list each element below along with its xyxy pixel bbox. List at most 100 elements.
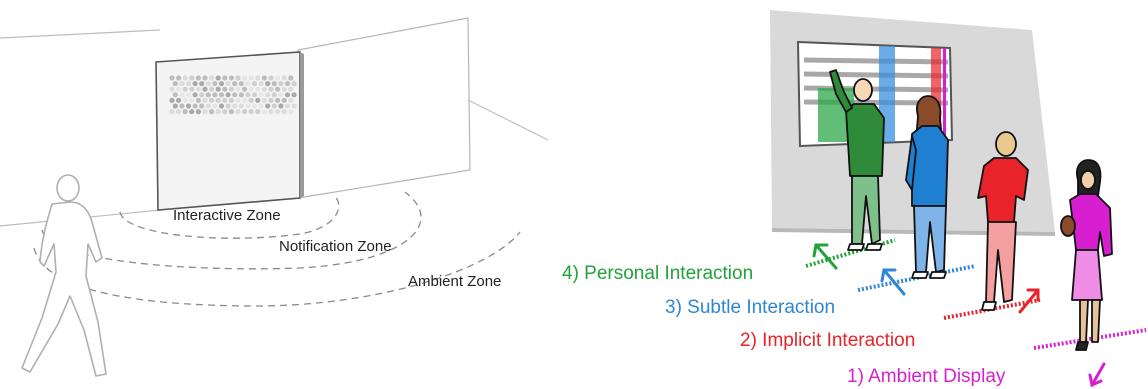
pattern-dot <box>278 92 284 98</box>
pattern-dot <box>176 86 182 92</box>
pattern-dot <box>255 109 261 115</box>
pattern-dot <box>245 81 251 87</box>
pattern-dot <box>189 75 195 81</box>
pattern-dot <box>189 109 195 115</box>
pattern-dot <box>288 75 294 81</box>
pattern-dot <box>215 86 221 92</box>
subtle-interaction-person <box>905 95 949 279</box>
pattern-dot <box>189 97 195 103</box>
pattern-dot <box>268 75 274 81</box>
public-display-screen <box>155 51 304 211</box>
left-scene: Interactive Zone Notification Zone Ambie… <box>0 17 549 377</box>
pattern-dot <box>235 75 241 81</box>
pattern-dot <box>284 81 291 87</box>
pattern-dot <box>215 97 221 103</box>
pattern-dot <box>248 109 254 115</box>
pattern-dot <box>291 81 297 87</box>
floor-line <box>772 228 1055 236</box>
pattern-dot <box>284 92 291 98</box>
pattern-dot <box>242 97 248 103</box>
pattern-dot <box>176 97 182 103</box>
pattern-dot <box>281 75 287 81</box>
pattern-dot <box>172 81 178 87</box>
pattern-dot <box>228 97 234 103</box>
pattern-dot <box>222 97 228 103</box>
pattern-dot <box>248 86 254 92</box>
pattern-dot <box>218 92 225 98</box>
pattern-dot <box>271 81 277 87</box>
pattern-dot <box>182 75 188 81</box>
pattern-dot <box>182 86 188 92</box>
pattern-dot <box>192 81 198 87</box>
subtle-arrow-icon <box>880 268 906 296</box>
pattern-dot <box>284 103 291 109</box>
pattern-dot <box>255 86 261 92</box>
pattern-dot <box>179 81 185 87</box>
pattern-dot <box>261 75 267 81</box>
pattern-dot <box>261 109 267 115</box>
pattern-dot <box>169 109 175 115</box>
ambient-floor-line <box>1033 328 1147 350</box>
pattern-dot <box>251 103 258 109</box>
pattern-dot <box>248 75 254 81</box>
pattern-dot <box>238 81 244 87</box>
pattern-dot <box>275 75 281 81</box>
room-corner <box>467 99 549 141</box>
pattern-dot <box>228 75 234 81</box>
pattern-dot <box>271 92 277 98</box>
pattern-dot <box>281 97 287 103</box>
notification-zone-arc <box>41 191 422 270</box>
pattern-dot <box>255 75 261 81</box>
ambient-arrow-icon <box>1088 362 1106 388</box>
pattern-dot <box>275 86 281 92</box>
pattern-dot <box>222 75 228 81</box>
pattern-dot <box>202 109 208 115</box>
personal-arrow-icon <box>812 243 838 270</box>
pattern-dot <box>185 81 192 87</box>
pattern-dot <box>199 81 205 87</box>
pattern-dot <box>202 97 208 103</box>
pattern-dot <box>268 109 274 115</box>
pattern-dot <box>195 109 201 115</box>
stage-arrows <box>812 243 1106 388</box>
pattern-dot <box>261 86 267 92</box>
large-display <box>796 40 954 148</box>
pattern-dot <box>172 103 178 109</box>
implicit-interaction-label: 2) Implicit Interaction <box>740 330 915 351</box>
pattern-dot <box>255 97 261 103</box>
implicit-interaction-person <box>977 131 1029 311</box>
implicit-arrow-icon <box>1018 288 1040 314</box>
pattern-dot <box>291 92 297 98</box>
pattern-dot <box>218 81 225 87</box>
pattern-dot <box>245 103 251 109</box>
pattern-dot <box>192 103 198 109</box>
pattern-dot <box>185 92 192 98</box>
pattern-dot <box>218 103 225 109</box>
pattern-dot <box>238 92 244 98</box>
personal-interaction-person <box>829 69 885 251</box>
subtle-interaction-label: 3) Subtle Interaction <box>665 297 835 318</box>
side-wall <box>297 17 471 199</box>
pattern-dot <box>232 81 238 87</box>
pattern-dot <box>225 103 231 109</box>
pattern-dot <box>209 97 215 103</box>
pattern-dot <box>275 109 281 115</box>
pattern-dot <box>222 86 228 92</box>
pattern-dot <box>209 75 215 81</box>
pattern-dot <box>235 86 241 92</box>
pattern-dot <box>195 86 201 92</box>
pattern-dot <box>205 92 211 98</box>
interactive-zone-arc <box>119 195 340 239</box>
pattern-dot <box>242 75 248 81</box>
personal-interaction-label: 4) Personal Interaction <box>562 263 753 284</box>
pattern-dot <box>265 92 271 98</box>
walking-person-icon <box>21 174 107 377</box>
pattern-dot <box>271 103 277 109</box>
room-wall-left <box>0 29 161 39</box>
pattern-dot <box>199 103 205 109</box>
pattern-dot <box>169 75 175 81</box>
pattern-dot <box>235 97 241 103</box>
pattern-dot <box>258 103 264 109</box>
ambient-display-label: 1) Ambient Display <box>847 366 1006 387</box>
